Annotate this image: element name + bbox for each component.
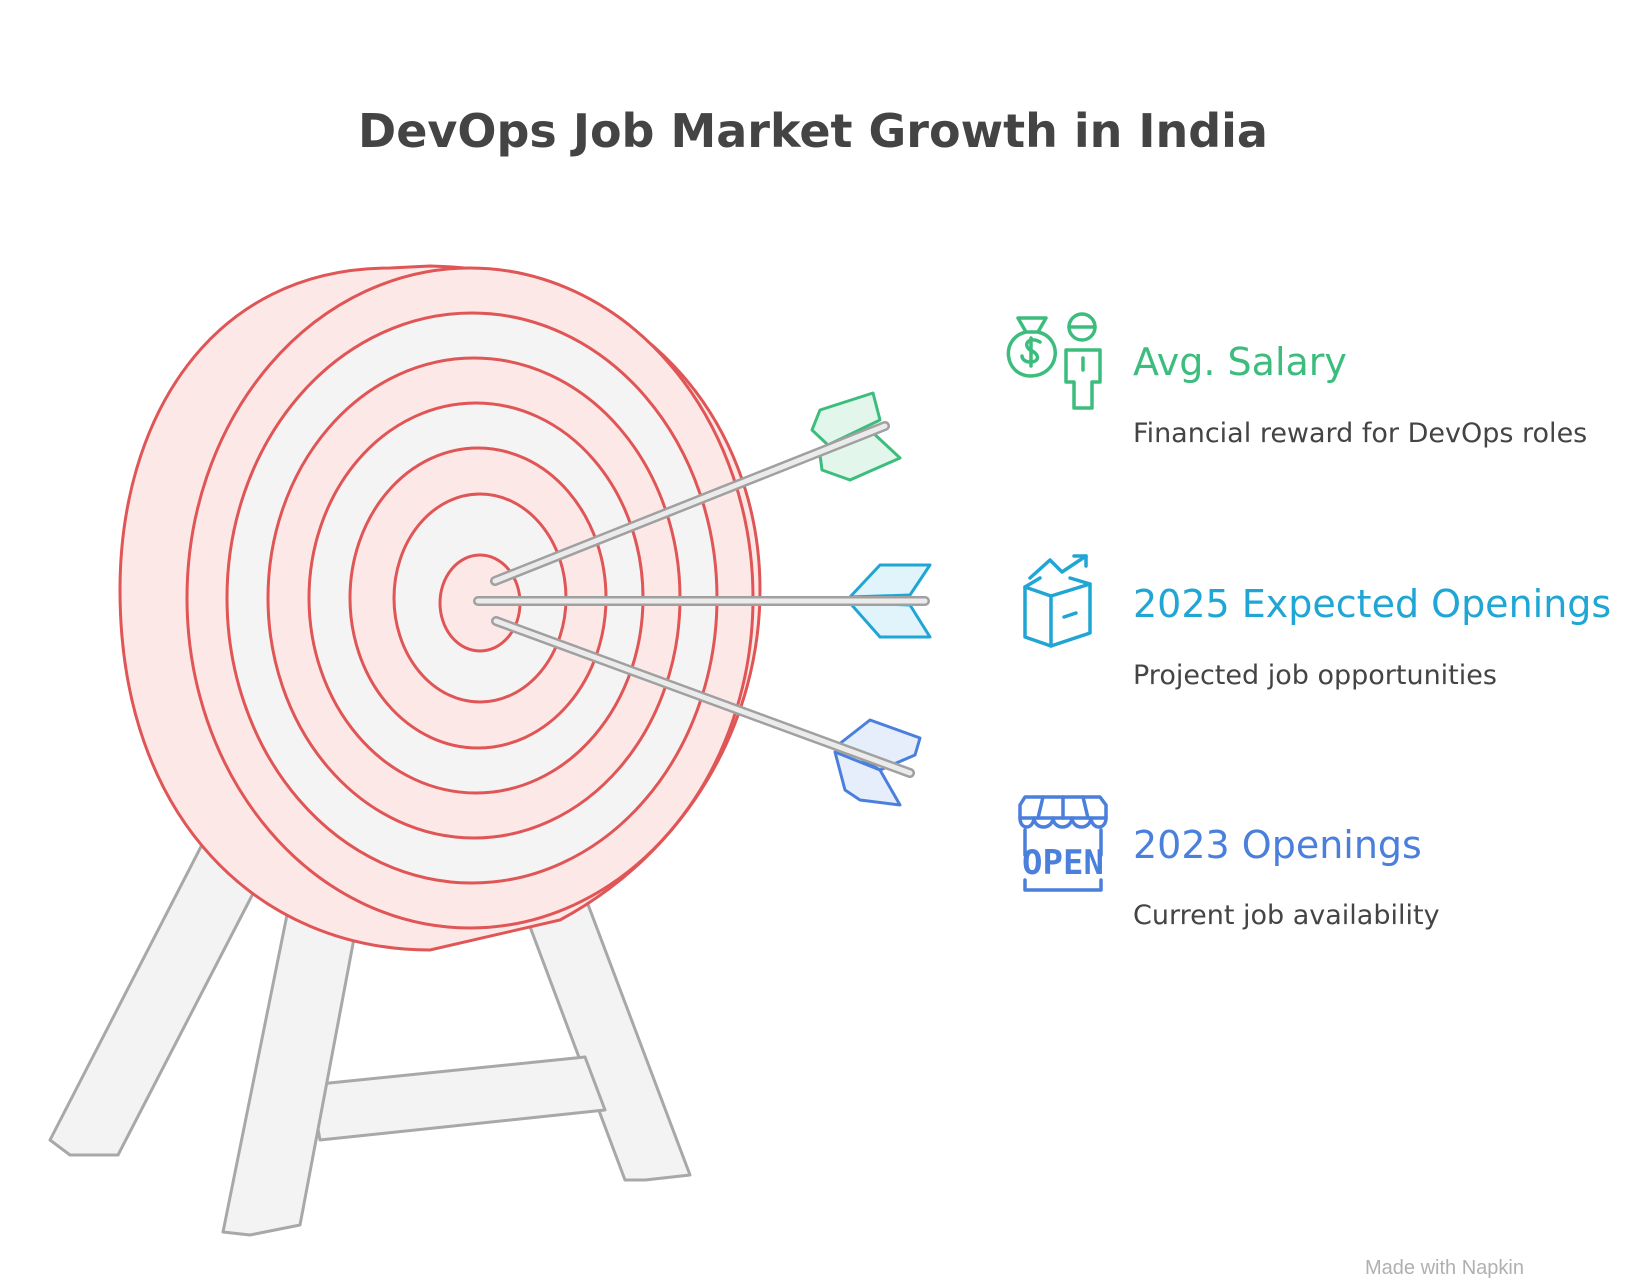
- box-trend-icon: [1023, 554, 1092, 648]
- arrow-blue: [491, 616, 922, 807]
- open-store-icon: OPEN: [1018, 795, 1108, 892]
- item-description-2023-openings: Current job availability: [1133, 900, 1440, 931]
- diagram-title: DevOps Job Market Growth in India: [358, 104, 1268, 158]
- item-heading-2023-openings: 2023 Openings: [1133, 823, 1422, 867]
- stand-crossbar: [308, 1055, 607, 1142]
- money-bag-person-icon: [1006, 312, 1102, 410]
- item-description-2025-expected-openings: Projected job opportunities: [1133, 660, 1497, 691]
- target-board: [118, 264, 762, 952]
- stand-leg-left: [48, 798, 262, 1157]
- arrow-green: [490, 391, 902, 586]
- open-sign-text: OPEN: [1022, 843, 1104, 883]
- item-heading-2025-expected-openings: 2025 Expected Openings: [1133, 582, 1612, 626]
- item-heading-avg-salary: Avg. Salary: [1133, 340, 1347, 384]
- arrow-cyan: [473, 563, 932, 639]
- target-stand: [48, 798, 692, 1237]
- item-description-avg-salary: Financial reward for DevOps roles: [1133, 418, 1588, 449]
